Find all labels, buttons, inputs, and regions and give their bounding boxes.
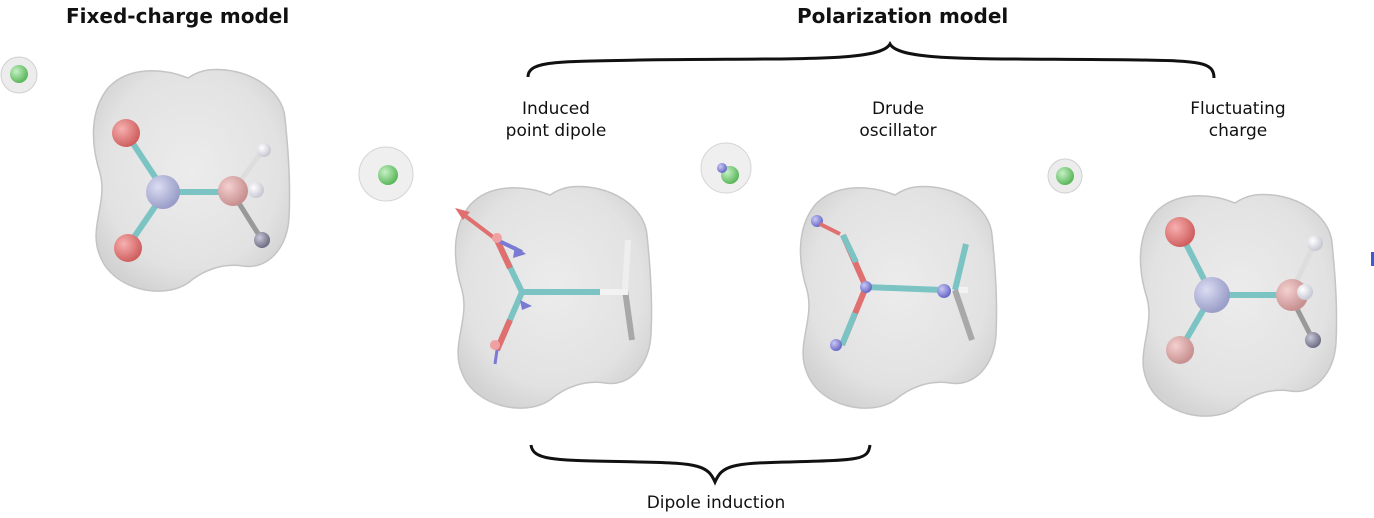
surface-induced-dipole <box>455 187 651 409</box>
oxygen-atom <box>112 119 140 147</box>
surface-drude-oscillator <box>800 187 996 409</box>
label-line: Induced <box>490 98 622 120</box>
drude-oscillator-label: Drude oscillator <box>838 98 958 142</box>
fixed-charge-title: Fixed-charge model <box>66 4 289 28</box>
hydrogen-atom <box>248 182 264 198</box>
drude-particle <box>717 163 727 173</box>
carbon-atom <box>218 176 248 206</box>
drude-particle <box>860 281 872 293</box>
hydrogen-atom <box>1297 284 1313 300</box>
nitrogen-atom <box>146 175 180 209</box>
hydrogen-atom <box>257 143 271 157</box>
fluctuating-charge-label: Fluctuating charge <box>1172 98 1304 142</box>
hydrogen-atom <box>254 232 270 248</box>
dipole-induction-brace <box>531 445 870 482</box>
oxygen-atom <box>1166 336 1194 364</box>
label-line: charge <box>1172 120 1304 142</box>
oxygen-atom <box>1165 217 1195 247</box>
oxygen-atom <box>114 234 142 262</box>
label-line: point dipole <box>490 120 622 142</box>
dipole-induction-label: Dipole induction <box>616 492 816 514</box>
ion-dipole <box>378 165 398 185</box>
ion-fluctuating <box>1056 167 1074 185</box>
polarization-brace <box>528 44 1214 78</box>
drude-particle <box>830 339 842 351</box>
label-line: Drude <box>838 98 958 120</box>
nitrogen-atom <box>1194 277 1230 313</box>
drude-particle <box>937 284 951 298</box>
hydrogen-atom <box>1305 332 1321 348</box>
label-line: Fluctuating <box>1172 98 1304 120</box>
hydrogen-atom <box>1307 235 1323 251</box>
label-line: oscillator <box>838 120 958 142</box>
ion-fixed <box>10 65 28 83</box>
induced-point-dipole-label: Induced point dipole <box>490 98 622 142</box>
polarization-title: Polarization model <box>797 4 1008 28</box>
